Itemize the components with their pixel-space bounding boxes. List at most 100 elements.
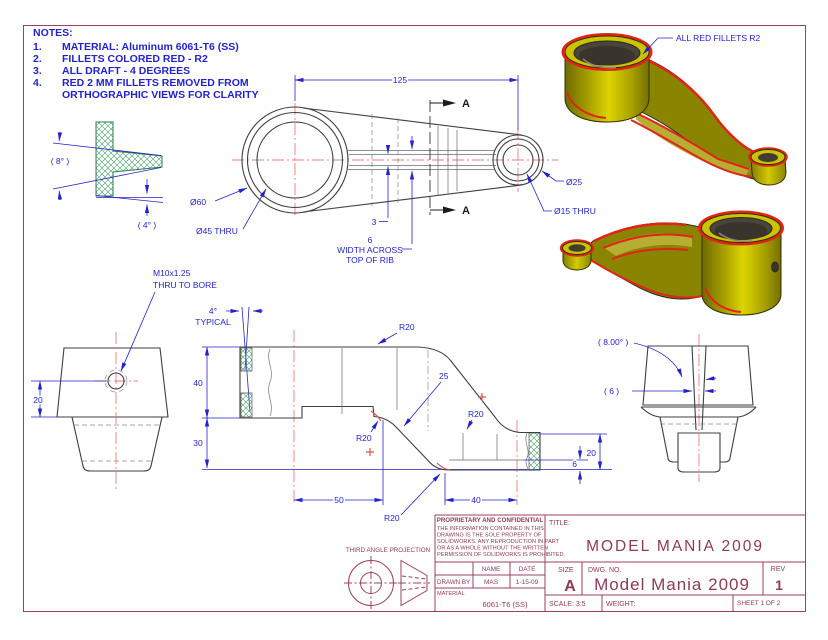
iso2-big-boss-side	[701, 230, 782, 316]
r20-bottom-text: R20	[384, 513, 400, 523]
small-boss-outer	[492, 134, 544, 186]
material-label: MATERIAL	[437, 591, 465, 597]
rib-lines	[347, 126, 496, 196]
dia45-text: Ø45 THRU	[196, 226, 238, 236]
note-text: FILLETS COLORED RED - R2	[62, 53, 208, 65]
scale-value: SCALE: 3:5	[549, 601, 586, 608]
note-text: ORTHOGRAPHIC VIEWS FOR CLARITY	[62, 89, 259, 101]
drawn-by-date: 1-15-09	[516, 579, 539, 586]
draft-typ-word: TYPICAL	[195, 317, 231, 327]
dim-3-text: 3	[372, 217, 377, 227]
iso2-small-bore	[568, 244, 586, 252]
dim-6-text: 6	[368, 235, 373, 245]
end-view: ( 8.00° ) ( 6 )	[598, 334, 757, 482]
dia60-text: Ø60	[190, 197, 206, 207]
drawing-title: MODEL MANIA 2009	[586, 538, 764, 555]
dwg-number: Model Mania 2009	[594, 575, 750, 594]
name-header: NAME	[482, 566, 501, 573]
section-cut-line: A A	[429, 98, 470, 217]
size-label: SIZE	[558, 567, 574, 574]
cut-hatch-right	[528, 432, 541, 471]
r20-right-text: R20	[468, 409, 484, 419]
date-header: DATE	[519, 566, 537, 573]
dim-50-text: 50	[334, 495, 344, 505]
end-bottom-boss	[677, 432, 721, 473]
iso-view-bottom	[559, 210, 784, 316]
dim-125-text: 125	[393, 75, 407, 85]
note-num: 4.	[33, 77, 42, 89]
notes-title: NOTES:	[33, 27, 73, 39]
drawn-by-label: DRAWN BY	[437, 579, 470, 586]
rib-note-1: WIDTH ACROSS	[337, 245, 403, 255]
weight-label: WEIGHT:	[606, 601, 635, 608]
thread-callout-2: THRU TO BORE	[153, 280, 217, 290]
section-arrow-bottom	[443, 206, 456, 214]
title-block: PROPRIETARY AND CONFIDENTIAL THE INFORMA…	[434, 514, 806, 612]
proprietary-title: PROPRIETARY AND CONFIDENTIAL	[437, 517, 544, 524]
notes-block: NOTES: 1. MATERIAL: Aluminum 6061-T6 (SS…	[33, 27, 259, 101]
sheet-value: SHEET 1 OF 2	[737, 600, 781, 607]
cut-hatch-left-upper	[240, 347, 253, 372]
break-line-left	[268, 348, 272, 417]
dim-20-text: 20	[33, 395, 43, 405]
big-bore	[256, 121, 334, 199]
proprietary-line: DRAWING IS THE SOLE PROPERTY OF	[437, 533, 542, 539]
dim-40-text: 40	[193, 378, 203, 388]
material-value: 6061-T6 (SS)	[482, 600, 528, 609]
section-arrow-top	[443, 99, 456, 107]
projection-symbol: THIRD ANGLE PROJECTION	[344, 547, 431, 610]
dim-30-text: 30	[193, 438, 203, 448]
sheet-border	[23, 25, 806, 612]
section-label-bottom: A	[462, 205, 470, 217]
top-view: A A 125 Ø60 Ø45 THRU Ø25 Ø15 THRU 3	[190, 74, 596, 266]
dim-hole-depth: 20	[31, 380, 107, 418]
end-flange	[640, 406, 757, 418]
front-lower-block	[71, 416, 163, 472]
note-num: 2.	[33, 53, 42, 65]
fillet-note-text: ALL RED FILLETS R2	[676, 33, 761, 43]
title-label: TITLE:	[549, 520, 570, 527]
thread-callout-1: M10x1.25	[153, 268, 191, 278]
r20-mid-text: R20	[356, 433, 372, 443]
end-rib-width-text: ( 6 )	[604, 386, 619, 396]
rev-label: REV	[771, 566, 786, 573]
section-outline	[239, 346, 541, 471]
front-upper-block	[56, 347, 169, 418]
dwg-label: DWG. NO.	[588, 567, 621, 574]
iso-view-top: ALL RED FILLETS R2	[561, 33, 788, 186]
draft-typ-angle: 4°	[209, 306, 217, 316]
dia15-text: Ø15 THRU	[554, 206, 596, 216]
dim-125: 125	[294, 74, 519, 130]
section-view: R20 25 R20 R20 R20 50 40 20 6	[239, 322, 607, 523]
break-line-right	[525, 432, 529, 471]
end-upper-block	[642, 345, 754, 406]
dim-25-text: 25	[439, 371, 449, 381]
draft-angle-4: ( 4° )	[138, 220, 157, 230]
proprietary-line: THE INFORMATION CONTAINED IN THIS	[437, 526, 544, 532]
dim-20b-text: 20	[587, 448, 597, 458]
rev-value: 1	[775, 577, 783, 593]
proprietary-line: OR AS A WHOLE WITHOUT THE WRITTEN	[437, 546, 548, 552]
dim-rib: 3 6 WIDTH ACROSS TOP OF RIB	[337, 136, 415, 265]
note-text: MATERIAL: Aluminum 6061-T6 (SS)	[62, 41, 239, 53]
iso1-big-boss-side	[564, 54, 650, 123]
projection-cone	[400, 559, 428, 607]
iso1-small-bore	[758, 153, 778, 162]
projection-label: THIRD ANGLE PROJECTION	[346, 547, 431, 554]
section-label-top: A	[462, 98, 470, 110]
note-text: RED 2 MM FILLETS REMOVED FROM	[62, 77, 249, 89]
dim-40b-text: 40	[471, 495, 481, 505]
proprietary-line: SOLIDWORKS. ANY REPRODUCTION IN PART	[437, 539, 560, 545]
r20-top-text: R20	[399, 322, 415, 332]
proprietary-line: PERMISSION OF SOLIDWORKS IS PROHIBITED.	[437, 552, 565, 558]
rib-note-2: TOP OF RIB	[346, 255, 394, 265]
draft-angle-8: ( 8° )	[51, 156, 70, 166]
note-num: 1.	[33, 41, 42, 53]
dim-6b-text: 6	[572, 459, 577, 469]
end-angle-text: ( 8.00° )	[598, 337, 628, 347]
cut-hatch-left-lower	[240, 392, 253, 418]
drawn-by-name: MAS	[484, 579, 499, 586]
rib-detail-view: ( 8° ) ( 4° )	[51, 121, 164, 230]
small-bore	[502, 144, 534, 176]
